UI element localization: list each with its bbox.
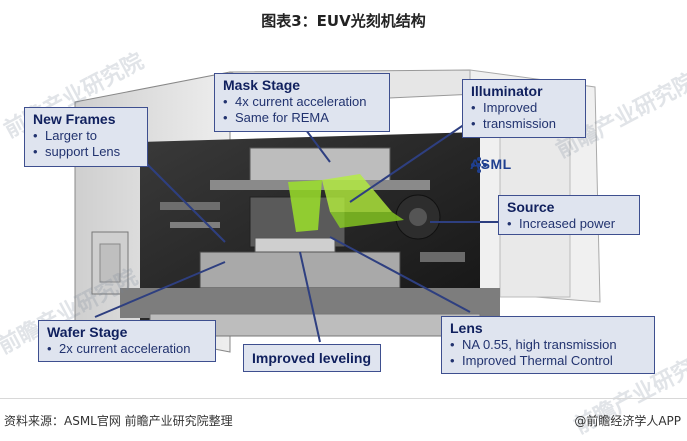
callout-item: Same for REMA xyxy=(223,110,381,126)
footer-divider xyxy=(0,398,687,399)
euv-machine-illustration: ASML 前瞻产业研究院 前瞻产业研究院 前瞻产业研究院 前瞻产业研究院 xyxy=(0,49,687,439)
wafer-stage-block xyxy=(199,251,401,289)
callout-wafer-stage: Wafer Stage 2x current acceleration xyxy=(38,320,216,362)
footer-source: 资料来源：ASML官网 前瞻产业研究院整理 xyxy=(4,414,233,428)
pointer-leveling xyxy=(299,251,321,343)
detail-strip-2 xyxy=(170,222,220,228)
callout-mask-stage: Mask Stage 4x current acceleration Same … xyxy=(214,73,390,132)
asml-logo-icon xyxy=(471,157,487,173)
callout-item: Improved xyxy=(471,100,577,116)
mask-stage-block xyxy=(249,147,391,183)
callout-item: Increased power xyxy=(507,216,631,232)
callout-heading: Mask Stage xyxy=(223,77,301,93)
callout-item: 4x current acceleration xyxy=(223,94,381,110)
callout-item: Larger to xyxy=(33,128,139,144)
callout-item: Improved Thermal Control xyxy=(450,353,646,369)
callout-illuminator: Illuminator Improved transmission xyxy=(462,79,586,138)
callout-item: 2x current acceleration xyxy=(47,341,207,357)
left-vent xyxy=(99,243,121,283)
source-vessel-core xyxy=(409,208,427,226)
wafer-table xyxy=(254,237,336,253)
euv-beam-1 xyxy=(288,180,322,232)
callout-heading: New Frames xyxy=(33,111,116,127)
callout-item-continuation: transmission xyxy=(483,116,556,131)
callout-heading: Illuminator xyxy=(471,83,543,99)
pointer-wafer-stage xyxy=(94,261,226,318)
callout-item: support Lens xyxy=(33,144,139,160)
pointer-lens xyxy=(329,236,471,313)
detail-strip-3 xyxy=(420,252,465,262)
callout-improved-leveling: Improved leveling xyxy=(243,344,381,372)
callout-heading: Wafer Stage xyxy=(47,324,128,340)
callout-heading: Source xyxy=(507,199,555,215)
callout-new-frames: New Frames Larger to support Lens xyxy=(24,107,148,167)
machine-graphic xyxy=(74,69,601,353)
euv-beam-2 xyxy=(322,174,392,212)
euv-beam-3 xyxy=(330,212,404,228)
callout-lens: Lens NA 0.55, high transmission Improved… xyxy=(441,316,655,374)
callout-item: NA 0.55, high transmission xyxy=(450,337,646,353)
footer-brand: @前瞻经济学人APP xyxy=(574,414,681,428)
callout-heading: Lens xyxy=(450,320,483,336)
callout-heading: Improved leveling xyxy=(252,350,372,366)
callout-source: Source Increased power xyxy=(498,195,640,235)
pointer-illuminator xyxy=(349,121,469,203)
pointer-new-frames xyxy=(139,156,226,243)
asml-logo: ASML xyxy=(470,156,512,173)
figure-title: 图表3：EUV光刻机结构 xyxy=(261,12,426,30)
callout-item: transmission xyxy=(471,116,577,132)
